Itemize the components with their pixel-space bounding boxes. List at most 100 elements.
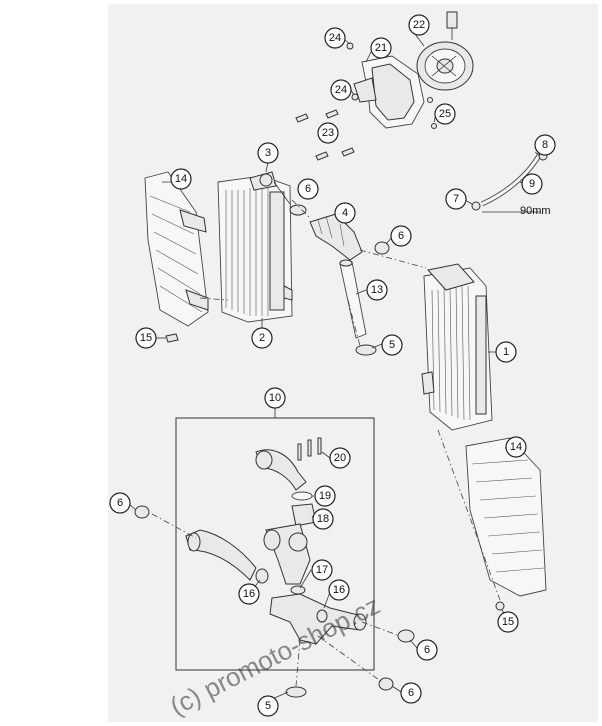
callout-label: 21 bbox=[375, 42, 387, 54]
thermostat-o-ring bbox=[291, 491, 313, 501]
callout-label: 16 bbox=[243, 588, 255, 600]
callout-6-mid: 6 bbox=[390, 225, 412, 247]
assembly-lines bbox=[151, 199, 501, 687]
hose-length-label: 90mm bbox=[520, 205, 551, 217]
fan-assembly bbox=[295, 11, 474, 161]
callout-23: 23 bbox=[317, 122, 339, 144]
thermostat-housing bbox=[263, 523, 311, 585]
callout-label: 14 bbox=[175, 173, 187, 185]
callout-label: 15 bbox=[140, 332, 152, 344]
callout-label: 17 bbox=[316, 564, 328, 576]
callout-17: 17 bbox=[311, 559, 333, 581]
callout-label: 3 bbox=[265, 147, 271, 159]
callout-5-upper: 5 bbox=[381, 334, 403, 356]
left-radiator-guard bbox=[144, 171, 209, 327]
lower-t-hose bbox=[269, 593, 367, 645]
callout-14-right: 14 bbox=[505, 436, 527, 458]
thermostat bbox=[291, 503, 317, 527]
screw-set bbox=[295, 109, 355, 161]
callout-4: 4 bbox=[334, 202, 356, 224]
callout-label: 6 bbox=[305, 183, 311, 195]
callout-label: 15 bbox=[502, 616, 514, 628]
callout-label: 24 bbox=[335, 84, 347, 96]
fan-screw-mid bbox=[351, 93, 359, 101]
callout-6-right: 6 bbox=[416, 639, 438, 661]
callout-5-lower: 5 bbox=[257, 695, 279, 717]
callout-label: 1 bbox=[503, 346, 509, 358]
small-clamp-left bbox=[255, 568, 269, 584]
fan-screw-right-top bbox=[427, 97, 433, 103]
callout-label: 10 bbox=[269, 392, 281, 404]
callout-label: 20 bbox=[334, 452, 346, 464]
hose-clamp-bottom bbox=[285, 686, 307, 698]
callout-9: 9 bbox=[521, 173, 543, 195]
callout-3: 3 bbox=[257, 142, 279, 164]
hose-clamp-top bbox=[289, 204, 307, 216]
callout-label: 7 bbox=[453, 193, 459, 205]
callout-6-bottom: 6 bbox=[400, 682, 422, 704]
callout-25: 25 bbox=[434, 103, 456, 125]
callout-22: 22 bbox=[408, 14, 430, 36]
callout-label: 23 bbox=[322, 127, 334, 139]
callout-label: 25 bbox=[439, 108, 451, 120]
callout-20: 20 bbox=[329, 447, 351, 469]
hose-clamp-lower bbox=[355, 344, 377, 356]
hose-clamp-right-lower bbox=[397, 629, 415, 643]
fan-screw-top bbox=[346, 42, 354, 50]
hose-clamp-left bbox=[134, 505, 150, 519]
callout-label: 24 bbox=[329, 32, 341, 44]
callout-label: 13 bbox=[371, 284, 383, 296]
callout-label: 18 bbox=[317, 513, 329, 525]
callout-14-left: 14 bbox=[170, 168, 192, 190]
hose-clamp-mid bbox=[374, 241, 390, 255]
callout-18: 18 bbox=[312, 508, 334, 530]
fan-screw-right-bottom bbox=[431, 123, 437, 129]
small-clamp-center bbox=[290, 585, 306, 595]
long-coolant-hose bbox=[185, 529, 257, 581]
thermostat-bolts bbox=[297, 437, 322, 461]
callout-8: 8 bbox=[534, 134, 556, 156]
callout-label: 22 bbox=[413, 19, 425, 31]
left-radiator bbox=[217, 171, 293, 323]
coolant-pipe bbox=[339, 259, 367, 339]
callout-label: 9 bbox=[529, 178, 535, 190]
callout-2: 2 bbox=[251, 327, 273, 349]
thermostat-upper-hose bbox=[255, 449, 307, 491]
callout-label: 6 bbox=[408, 687, 414, 699]
callout-label: 5 bbox=[265, 700, 271, 712]
callout-label: 14 bbox=[510, 441, 522, 453]
callout-label: 5 bbox=[389, 339, 395, 351]
callout-19: 19 bbox=[314, 485, 336, 507]
callout-label: 4 bbox=[342, 207, 348, 219]
callout-24-mid: 24 bbox=[330, 79, 352, 101]
callout-label: 6 bbox=[424, 644, 430, 656]
diagram-background-panel bbox=[108, 4, 598, 722]
right-radiator-guard bbox=[465, 437, 547, 611]
callout-label: 19 bbox=[319, 490, 331, 502]
callout-label: 6 bbox=[398, 230, 404, 242]
guard-screw-left bbox=[165, 333, 179, 343]
hose-clamp-bottom-right bbox=[378, 677, 394, 691]
callout-label: 6 bbox=[117, 497, 123, 509]
callout-13: 13 bbox=[366, 279, 388, 301]
callout-7: 7 bbox=[445, 188, 467, 210]
callout-16-left: 16 bbox=[238, 583, 260, 605]
callout-16-right: 16 bbox=[328, 579, 350, 601]
callout-21: 21 bbox=[370, 37, 392, 59]
callout-label: 16 bbox=[333, 584, 345, 596]
callout-label: 2 bbox=[259, 332, 265, 344]
callout-1: 1 bbox=[495, 341, 517, 363]
callout-label: 8 bbox=[542, 139, 548, 151]
callout-24-top: 24 bbox=[324, 27, 346, 49]
fan-housing bbox=[416, 11, 474, 91]
right-radiator bbox=[421, 263, 493, 431]
callout-6-left: 6 bbox=[109, 492, 131, 514]
fan-bracket bbox=[353, 55, 425, 129]
callout-10: 10 bbox=[264, 387, 286, 409]
callout-6-top: 6 bbox=[297, 178, 319, 200]
callout-15-right: 15 bbox=[497, 611, 519, 633]
radiator-elbow-hose bbox=[309, 213, 363, 261]
callout-15-left: 15 bbox=[135, 327, 157, 349]
